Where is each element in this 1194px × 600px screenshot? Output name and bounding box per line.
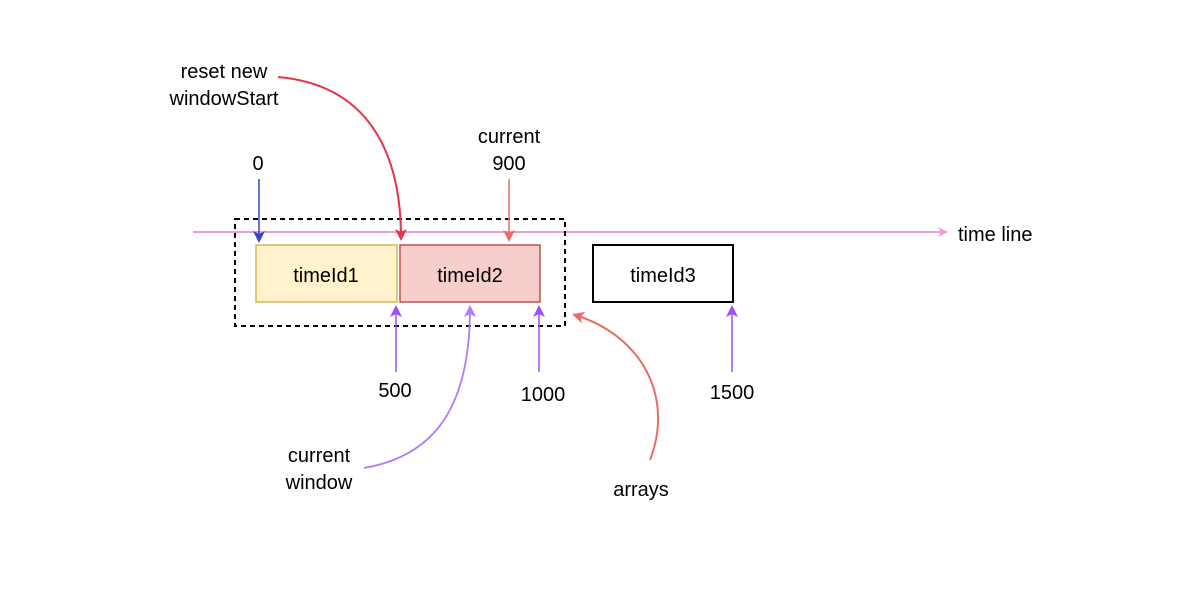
bucket-timeid2: timeId2	[399, 244, 541, 303]
zero-label: 0	[252, 153, 263, 175]
arrays-arrow	[572, 311, 660, 461]
tick-1500-label: 1500	[710, 382, 755, 404]
tick-500-label: 500	[378, 380, 411, 402]
window-label-line2: window	[285, 472, 353, 494]
bucket-timeid1-rect	[255, 244, 398, 303]
bucket-timeid3-rect	[592, 244, 734, 303]
tick-1000-label: 1000	[521, 384, 566, 406]
arrays-label: arrays	[613, 479, 669, 501]
bucket-timeid3-label: timeId3	[630, 265, 696, 287]
bucket-timeid1: timeId1	[255, 244, 398, 303]
current-label-line1: current	[478, 126, 541, 148]
reset-label-line2: windowStart	[169, 88, 279, 110]
current-window-arrow	[363, 305, 476, 469]
bucket-timeid2-rect	[399, 244, 541, 303]
reset-arrow	[277, 76, 407, 241]
reset-label-line1: reset new	[181, 61, 268, 83]
bucket-timeid1-label: timeId1	[293, 265, 359, 287]
window-label-line1: current	[288, 445, 351, 467]
timeline-label-text: time line	[958, 224, 1032, 246]
bucket-timeid2-label: timeId2	[437, 265, 503, 287]
bucket-timeid3: timeId3	[592, 244, 734, 303]
current-label-line2: 900	[492, 153, 525, 175]
